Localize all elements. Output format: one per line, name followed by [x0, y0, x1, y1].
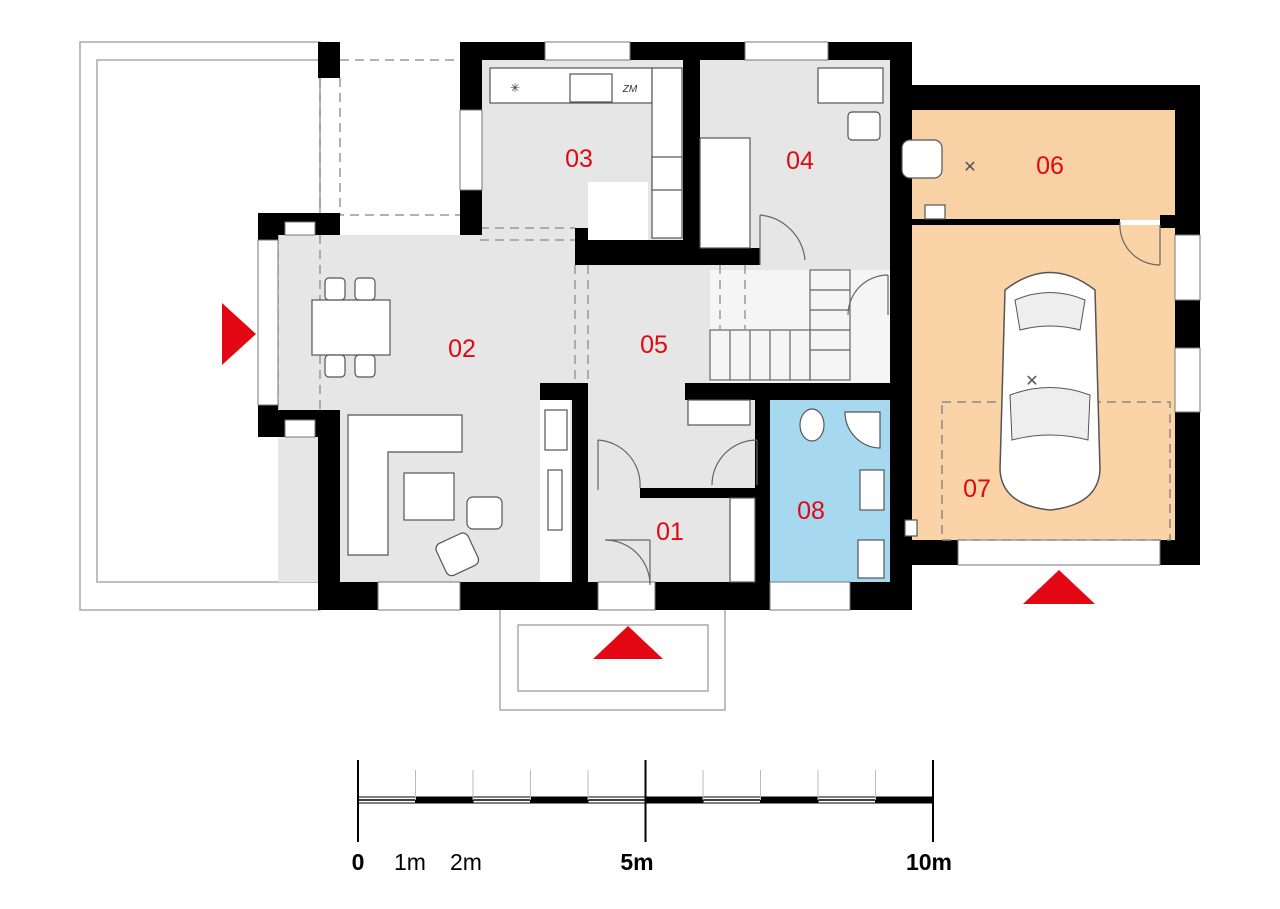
entrance-arrow-main: [593, 626, 663, 659]
tv-icon: [547, 469, 563, 531]
room-label-03: 03: [565, 145, 593, 173]
kitchen-counter: ZM ✳: [489, 67, 683, 239]
chair-icon: [354, 354, 376, 378]
scale-label-2m: 2m: [450, 849, 482, 875]
scale-label-0: 0: [352, 849, 365, 875]
window: [257, 239, 279, 406]
scale-label-5m: 5m: [620, 849, 653, 875]
bed-icon: [699, 137, 751, 249]
boiler-icon: [901, 139, 943, 179]
door-entrance: [597, 581, 656, 611]
fixtures: ✕: [687, 139, 977, 583]
pergola: [277, 59, 589, 410]
chair-icon: [324, 354, 346, 378]
armchair-icon: [435, 532, 480, 577]
scale-bar: 0 1m 2m 5m 10m: [352, 760, 952, 875]
room-label-08: 08: [797, 497, 825, 525]
garage-door: [957, 539, 1161, 566]
wardrobe-icon: [729, 497, 756, 583]
fireplace-icon: [544, 409, 568, 451]
svg-text:✕: ✕: [1025, 373, 1038, 390]
door-01-inner: [597, 439, 641, 490]
doors: [597, 214, 1161, 586]
hob-icon: ✳: [510, 81, 520, 95]
window: [744, 41, 829, 61]
window: [1174, 234, 1201, 301]
window: [284, 221, 316, 236]
plant-icon: [651, 156, 683, 191]
windows: [257, 41, 1201, 611]
light-icon: ✕: [963, 159, 976, 176]
entrance-arrow-terrace: [222, 303, 256, 365]
sink-icon: [569, 73, 613, 103]
entrance-markers: [222, 303, 1095, 659]
coffee-table-icon: [403, 472, 455, 521]
scale-label-1m: 1m: [394, 849, 426, 875]
room-labels: 01 02 03 04 05 06 07 08: [448, 145, 1064, 546]
room-label-07: 07: [963, 475, 991, 503]
room-label-05: 05: [640, 331, 668, 359]
door-08: [711, 439, 758, 486]
armchair-icon: [466, 496, 503, 530]
bedroom-furniture: [699, 67, 884, 249]
chair-icon: [324, 277, 346, 301]
window: [769, 581, 851, 611]
door-garage: [1119, 221, 1161, 266]
desk-icon: [817, 67, 884, 104]
chair-icon: [354, 277, 376, 301]
chair-icon: [847, 111, 881, 141]
room-label-02: 02: [448, 335, 476, 363]
door-entrance-swing: [604, 539, 651, 586]
toilet-icon: [799, 408, 825, 442]
living-furniture: [311, 277, 568, 577]
room-label-01: 01: [656, 518, 684, 546]
room-label-06: 06: [1036, 152, 1064, 180]
car-icon: ✕: [941, 271, 1171, 541]
door-05-06: [847, 274, 889, 316]
sofa-icon: [347, 414, 463, 556]
outlet-icon: [904, 519, 918, 537]
room-06-floor: [900, 110, 1175, 220]
wardrobe-icon: [687, 399, 751, 426]
stairs: [709, 265, 851, 381]
window: [377, 581, 461, 611]
shower-icon: [844, 411, 881, 449]
appliance-label: ZM: [622, 84, 638, 95]
scale-label-10m: 10m: [906, 849, 952, 875]
entrance-arrow-garage: [1023, 570, 1095, 604]
door-04: [759, 214, 806, 265]
sink-icon: [924, 204, 946, 220]
room-label-04: 04: [786, 147, 814, 175]
window: [284, 419, 316, 438]
window: [1174, 347, 1201, 413]
washing-machine-icon: [857, 539, 885, 579]
washbasin-icon: [859, 469, 885, 511]
window: [459, 109, 483, 191]
window: [544, 41, 631, 61]
dining-table-icon: [311, 299, 391, 356]
